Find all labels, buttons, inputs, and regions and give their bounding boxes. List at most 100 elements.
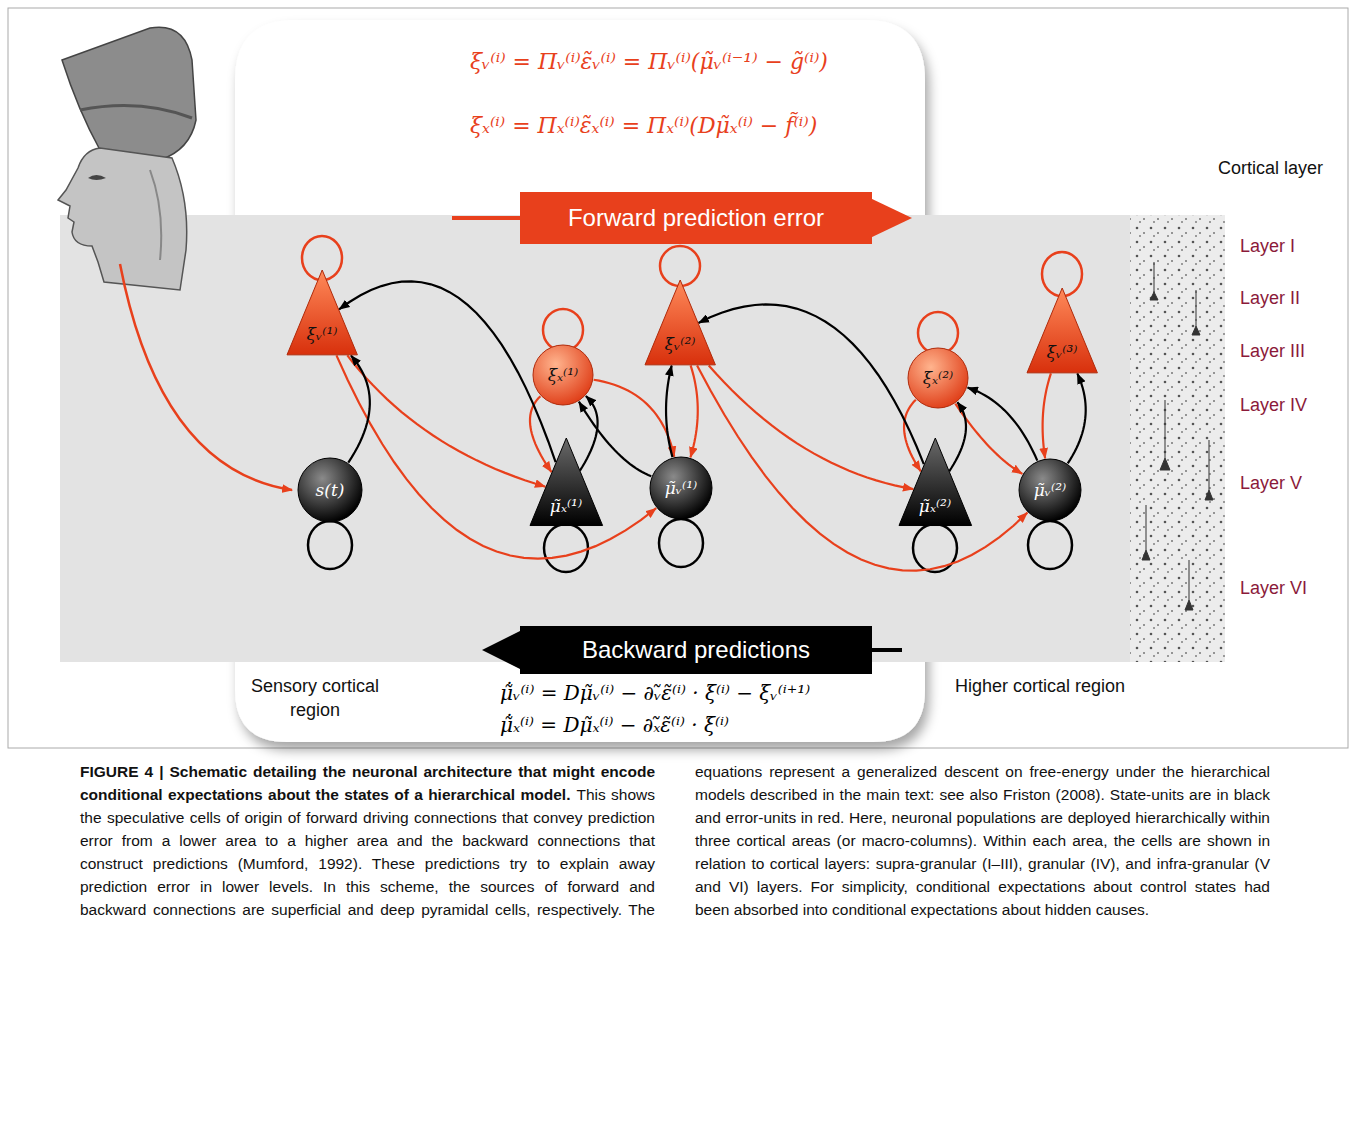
backward-bar-head <box>482 630 522 670</box>
dendrite <box>1165 400 1166 458</box>
node-label: μ̃ᵥ⁽¹⁾ <box>665 477 698 499</box>
layer-label: Layer IV <box>1240 395 1307 416</box>
triangle-shape <box>287 270 357 355</box>
figure-frame <box>8 8 1348 748</box>
bust-eye <box>88 175 106 180</box>
dendrite <box>1209 440 1210 490</box>
self-loop <box>308 521 352 569</box>
connector-group <box>336 281 1085 570</box>
node-label: ξᵥ⁽²⁾ <box>665 333 696 355</box>
node-label: s(t) <box>316 479 345 501</box>
node-label: ξₓ⁽¹⁾ <box>548 364 579 386</box>
layer-label: Layer II <box>1240 288 1300 309</box>
triangle-shape <box>645 280 715 365</box>
error-connector <box>709 365 914 489</box>
state-unit: μ̃ᵥ⁽¹⁾ <box>649 456 713 520</box>
dendrite <box>1154 262 1155 292</box>
error-connector <box>594 380 675 457</box>
crown-band <box>80 106 192 119</box>
equation: ξₓ⁽ⁱ⁾ = Πₓ⁽ⁱ⁾ε̃ₓ⁽ⁱ⁾ = Πₓ⁽ⁱ⁾(Dμ̃ₓ⁽ⁱ⁾ − f̃… <box>470 112 817 141</box>
state-pyramidal-cell: μ̃ₓ⁽²⁾ <box>898 437 973 527</box>
region-label: Sensory cortical region <box>240 674 390 723</box>
prediction-connector <box>666 365 672 457</box>
equation: μ̃̇ᵥ⁽ⁱ⁾ = Dμ̃ᵥ⁽ⁱ⁾ − ∂ᵥ̃ε̃⁽ⁱ⁾ · ξ⁽ⁱ⁾ − ξᵥ… <box>500 680 810 706</box>
cell-body <box>1150 292 1158 300</box>
node-label: ξₓ⁽²⁾ <box>923 367 954 389</box>
prediction-connector <box>1068 373 1086 463</box>
error-pyramidal-cell: ξᵥ⁽³⁾ <box>1026 287 1098 374</box>
prediction-connector <box>698 304 923 464</box>
layer-label: Layer VI <box>1240 578 1307 599</box>
error-connector <box>347 355 545 486</box>
figure-caption-block: FIGURE 4 | Schematic detailing the neuro… <box>80 760 1270 921</box>
node-label: μ̃ᵥ⁽²⁾ <box>1034 479 1067 501</box>
bust-illustration <box>58 27 196 290</box>
prediction-connector <box>348 355 369 462</box>
cell-body <box>1205 490 1213 500</box>
layer-label: Layer I <box>1240 236 1295 257</box>
circle-shape <box>533 345 593 405</box>
equation: ξᵥ⁽ⁱ⁾ = Πᵥ⁽ⁱ⁾ε̃ᵥ⁽ⁱ⁾ = Πᵥ⁽ⁱ⁾(μ̃ᵥ⁽ⁱ⁻¹⁾ − g… <box>470 48 828 77</box>
prediction-connector <box>579 402 651 477</box>
error-connector <box>1043 373 1051 458</box>
error-connector <box>336 355 656 558</box>
cell-body <box>1185 600 1193 610</box>
triangle-shape <box>899 438 972 526</box>
backward-bar-tail <box>870 648 902 652</box>
self-loop <box>544 524 588 572</box>
dendrite <box>1146 505 1147 550</box>
prediction-connector <box>339 281 556 462</box>
dendrite <box>1196 290 1197 326</box>
cortical-section-texture <box>1130 215 1225 662</box>
pyramidal-cell-bodies <box>1142 262 1213 610</box>
self-loop <box>659 519 703 567</box>
cell-body <box>1192 326 1200 335</box>
circle-shape <box>650 457 712 519</box>
error-unit: ξₓ⁽²⁾ <box>907 347 969 409</box>
sensory-input-arrow <box>120 264 292 490</box>
state-self-loops <box>308 519 1072 572</box>
triangle-shape <box>1027 288 1097 373</box>
backward-arrow-bar: Backward predictions <box>520 626 872 674</box>
layer-label: Layer V <box>1240 473 1302 494</box>
triangle-shape <box>530 438 603 526</box>
node-label: μ̃ₓ⁽¹⁾ <box>550 495 582 517</box>
node-label: μ̃ₓ⁽²⁾ <box>919 495 951 517</box>
cell-body <box>1160 458 1170 470</box>
node-label: Forward prediction error <box>568 202 824 233</box>
axis-title: Cortical layer <box>1218 158 1323 179</box>
forward-bar-tail <box>452 216 522 220</box>
circle-shape <box>908 348 968 408</box>
node-label: ξᵥ⁽³⁾ <box>1047 341 1078 363</box>
cortex-band <box>60 215 1225 662</box>
error-pyramidal-cell: ξᵥ⁽²⁾ <box>644 279 716 366</box>
circle-shape <box>298 458 362 522</box>
error-connector <box>690 365 697 457</box>
node-label: ξᵥ⁽¹⁾ <box>307 323 338 345</box>
sensory-input-unit: s(t) <box>297 457 363 523</box>
layer-label: Layer III <box>1240 341 1305 362</box>
error-unit: ξₓ⁽¹⁾ <box>532 344 594 406</box>
prediction-connector <box>967 388 1037 461</box>
state-pyramidal-cell: μ̃ₓ⁽¹⁾ <box>529 437 604 527</box>
prediction-connector <box>949 402 966 471</box>
cell-body <box>1142 550 1150 560</box>
region-label: Higher cortical region <box>955 676 1125 697</box>
bust-face <box>58 148 187 290</box>
circle-shape <box>1019 459 1081 521</box>
self-loop <box>1028 521 1072 569</box>
dendrite <box>1189 560 1190 600</box>
error-connector <box>697 365 1027 570</box>
error-connector <box>530 396 552 472</box>
bust-shading <box>150 170 161 260</box>
equation: μ̃̇ₓ⁽ⁱ⁾ = Dμ̃ₓ⁽ⁱ⁾ − ∂ₓ̃ε̃⁽ⁱ⁾ · ξ⁽ⁱ⁾ <box>500 712 729 738</box>
figure-title: FIGURE 4 | Schematic detailing the neuro… <box>80 763 655 803</box>
bust-crown <box>62 27 196 160</box>
error-pyramidal-cell: ξᵥ⁽¹⁾ <box>286 269 358 356</box>
forward-arrow-bar: Forward prediction error <box>520 192 872 244</box>
node-label: Backward predictions <box>582 634 810 665</box>
forward-bar-head <box>870 198 912 238</box>
